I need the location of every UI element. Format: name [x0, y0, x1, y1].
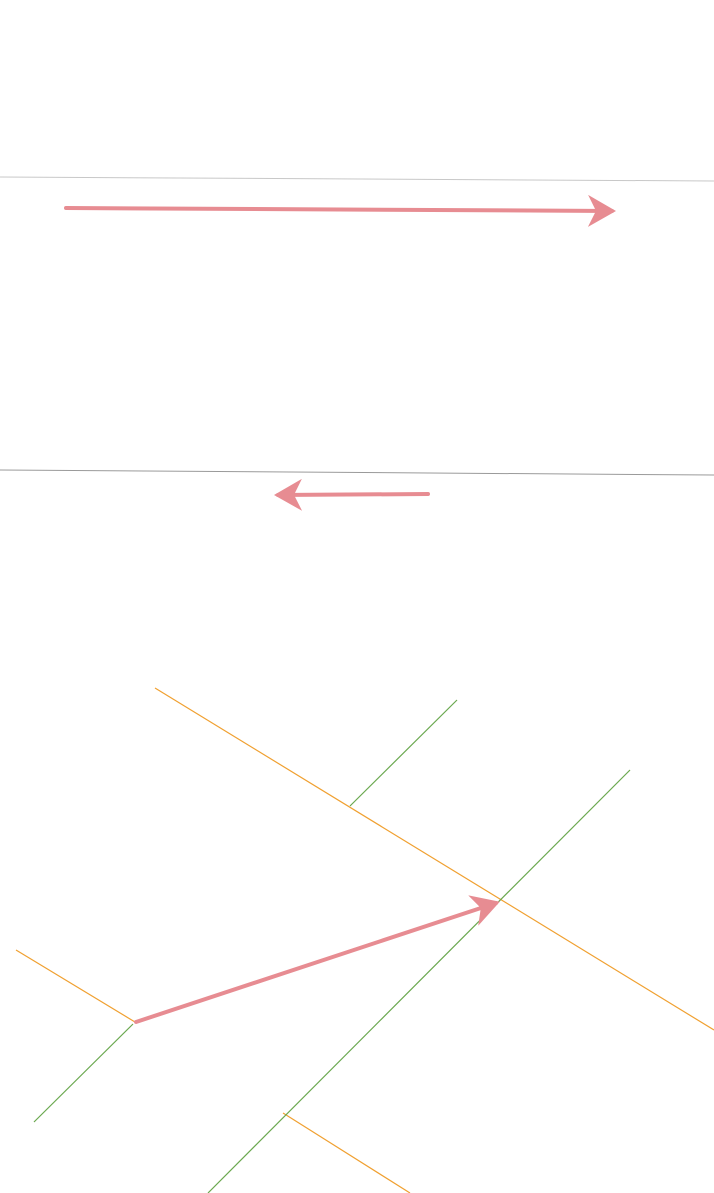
orange-line-left — [15, 949, 136, 1023]
skewed-arrow — [134, 895, 500, 1024]
top-arrow — [64, 194, 616, 227]
green-line-short — [349, 699, 458, 807]
orange-line-bottom — [282, 1112, 411, 1193]
green-line-long — [207, 769, 631, 1193]
green-line-left — [33, 1023, 134, 1123]
middle-arrow — [274, 478, 430, 511]
top-separator-line — [0, 176, 714, 182]
middle-separator-line — [0, 469, 714, 476]
orange-line-upper — [154, 687, 714, 1031]
